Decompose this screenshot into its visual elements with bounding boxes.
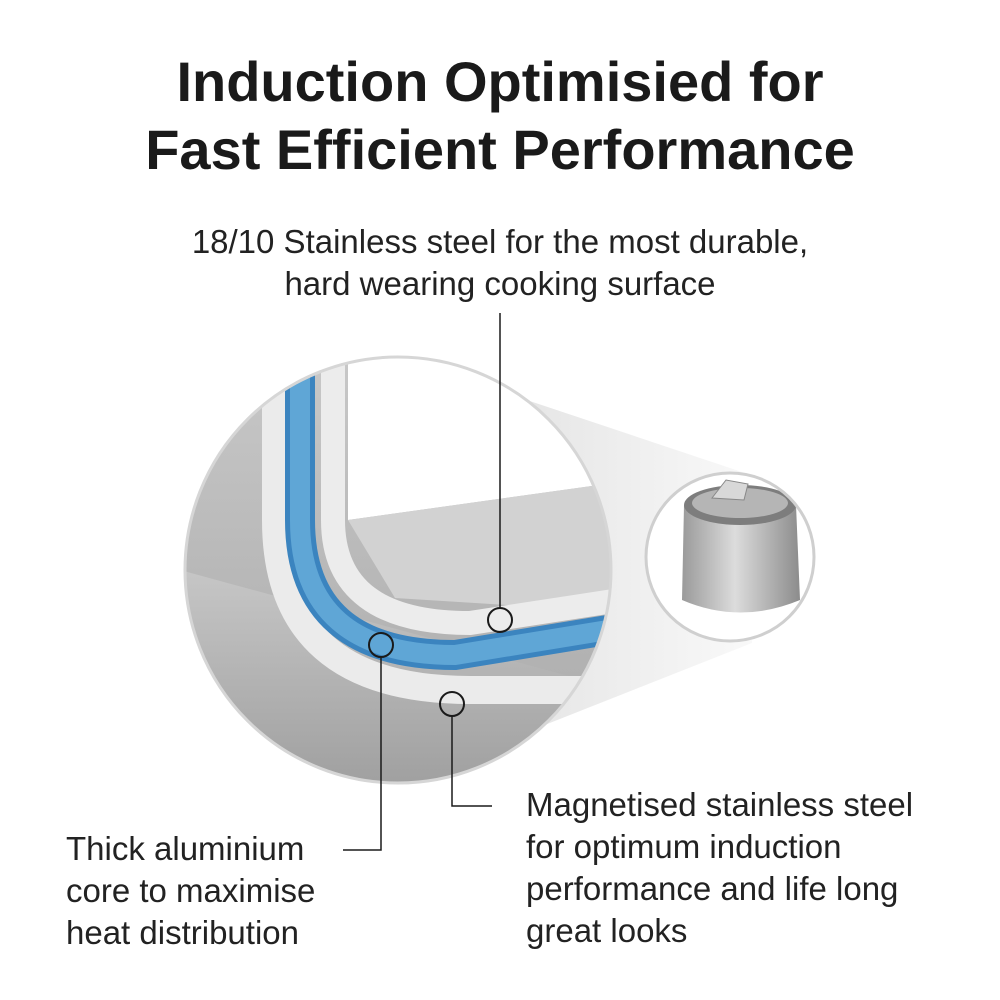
callout-left-line-3: heat distribution [66,914,299,951]
leader-line-aluminium-core [343,657,382,851]
callout-magnetised-steel: Magnetised stainless steel for optimum i… [526,784,966,952]
marker-magnetised-steel [439,691,465,717]
pot-thumbnail [646,473,814,641]
callout-right-line-2: for optimum induction [526,828,842,865]
page-title: Induction Optimisied for Fast Efficient … [0,48,1000,184]
callout-top-line-1: 18/10 Stainless steel for the most durab… [191,223,809,260]
title-line-1: Induction Optimisied for [176,50,824,113]
magnifier-ring [183,355,613,785]
marker-aluminium-core [368,632,394,658]
thumbnail-ring [644,471,816,643]
callout-right-line-1: Magnetised stainless steel [526,786,914,823]
callout-left-line-1: Thick aluminium [66,830,305,867]
callout-left-line-2: core to maximise [66,872,316,909]
leader-line-magnetised-steel [451,716,492,807]
marker-stainless-surface [487,607,513,633]
callout-top-line-2: hard wearing cooking surface [284,265,716,302]
callout-right-line-4: great looks [526,912,688,949]
callout-right-line-3: performance and life long [526,870,899,907]
callout-aluminium-core: Thick aluminium core to maximise heat di… [66,828,366,954]
callout-stainless-surface: 18/10 Stainless steel for the most durab… [0,221,1000,305]
title-line-2: Fast Efficient Performance [145,118,855,181]
